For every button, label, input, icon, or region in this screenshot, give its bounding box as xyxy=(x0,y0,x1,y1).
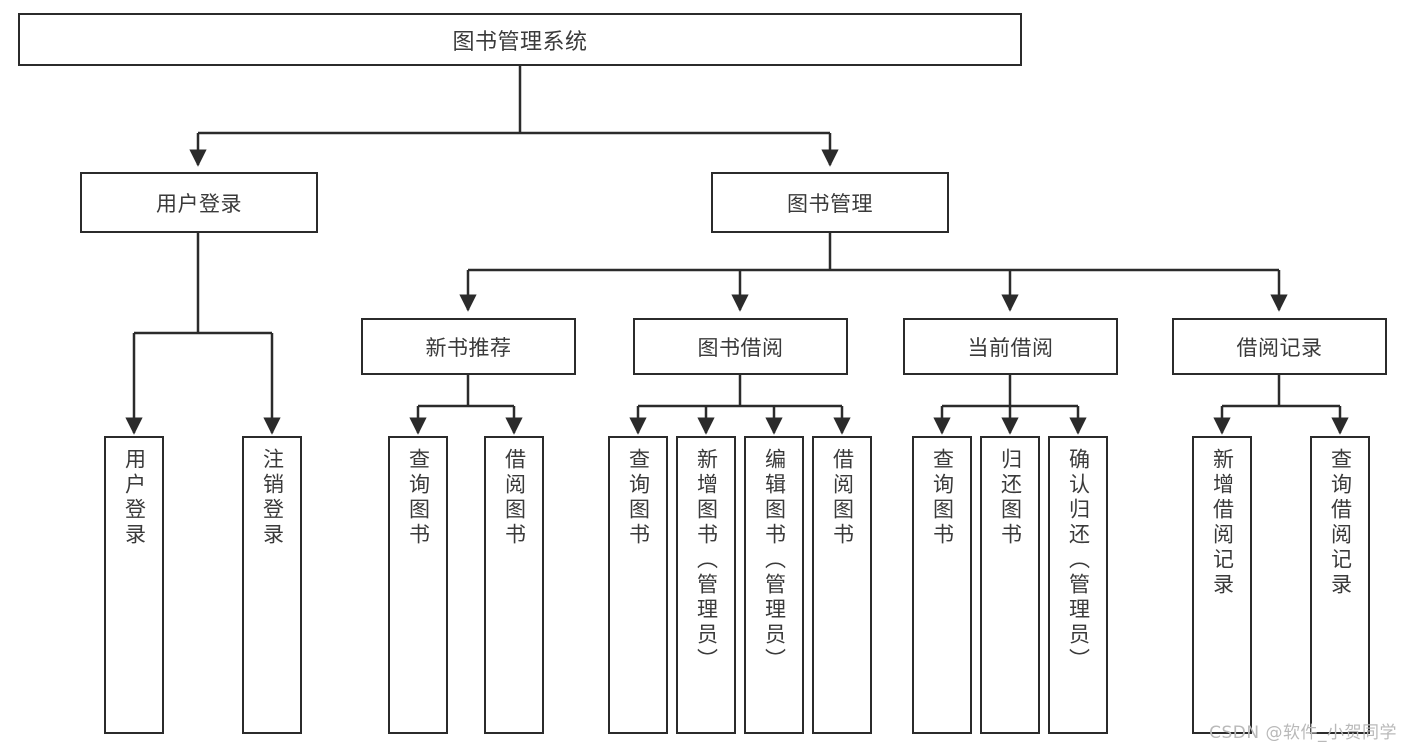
node-label: 新增图书（管理员） xyxy=(694,448,719,673)
node-label: 查询借阅记录 xyxy=(1328,448,1353,598)
leaf-return-book[interactable]: 归还图书 xyxy=(980,436,1040,734)
node-label: 新增借阅记录 xyxy=(1210,448,1235,598)
node-book-borrow[interactable]: 图书借阅 xyxy=(633,318,848,375)
leaf-query-borrow-record[interactable]: 查询借阅记录 xyxy=(1310,436,1370,734)
node-label: 新书推荐 xyxy=(425,335,512,360)
leaf-query-book-recommend[interactable]: 查询图书 xyxy=(388,436,448,734)
node-label: 确认归还（管理员） xyxy=(1066,448,1091,673)
node-root-system[interactable]: 图书管理系统 xyxy=(18,13,1022,66)
leaf-borrow-book[interactable]: 借阅图书 xyxy=(812,436,872,734)
node-label: 用户登录 xyxy=(122,448,147,548)
node-book-management[interactable]: 图书管理 xyxy=(711,172,949,233)
node-user-login[interactable]: 用户登录 xyxy=(80,172,318,233)
node-label: 借阅图书 xyxy=(502,448,527,548)
node-label: 查询图书 xyxy=(626,448,651,548)
node-label: 查询图书 xyxy=(930,448,955,548)
node-label: 图书管理系统 xyxy=(452,29,588,55)
leaf-add-borrow-record[interactable]: 新增借阅记录 xyxy=(1192,436,1252,734)
node-current-borrow[interactable]: 当前借阅 xyxy=(903,318,1118,375)
leaf-query-book-current[interactable]: 查询图书 xyxy=(912,436,972,734)
node-label: 编辑图书（管理员） xyxy=(762,448,787,673)
leaf-edit-book-admin[interactable]: 编辑图书（管理员） xyxy=(744,436,804,734)
node-label: 借阅图书 xyxy=(830,448,855,548)
node-label: 借阅记录 xyxy=(1236,335,1323,360)
node-label: 注销登录 xyxy=(260,448,285,548)
leaf-borrow-book-recommend[interactable]: 借阅图书 xyxy=(484,436,544,734)
node-borrow-record[interactable]: 借阅记录 xyxy=(1172,318,1387,375)
node-label: 图书借阅 xyxy=(697,335,784,360)
node-label: 归还图书 xyxy=(998,448,1023,548)
node-label: 图书管理 xyxy=(787,191,873,216)
leaf-logout-login[interactable]: 注销登录 xyxy=(242,436,302,734)
leaf-query-book-borrow[interactable]: 查询图书 xyxy=(608,436,668,734)
leaf-add-book-admin[interactable]: 新增图书（管理员） xyxy=(676,436,736,734)
node-label: 用户登录 xyxy=(156,191,242,216)
node-label: 当前借阅 xyxy=(967,335,1054,360)
leaf-confirm-return-admin[interactable]: 确认归还（管理员） xyxy=(1048,436,1108,734)
node-label: 查询图书 xyxy=(406,448,431,548)
leaf-user-login[interactable]: 用户登录 xyxy=(104,436,164,734)
node-new-book-recommend[interactable]: 新书推荐 xyxy=(361,318,576,375)
